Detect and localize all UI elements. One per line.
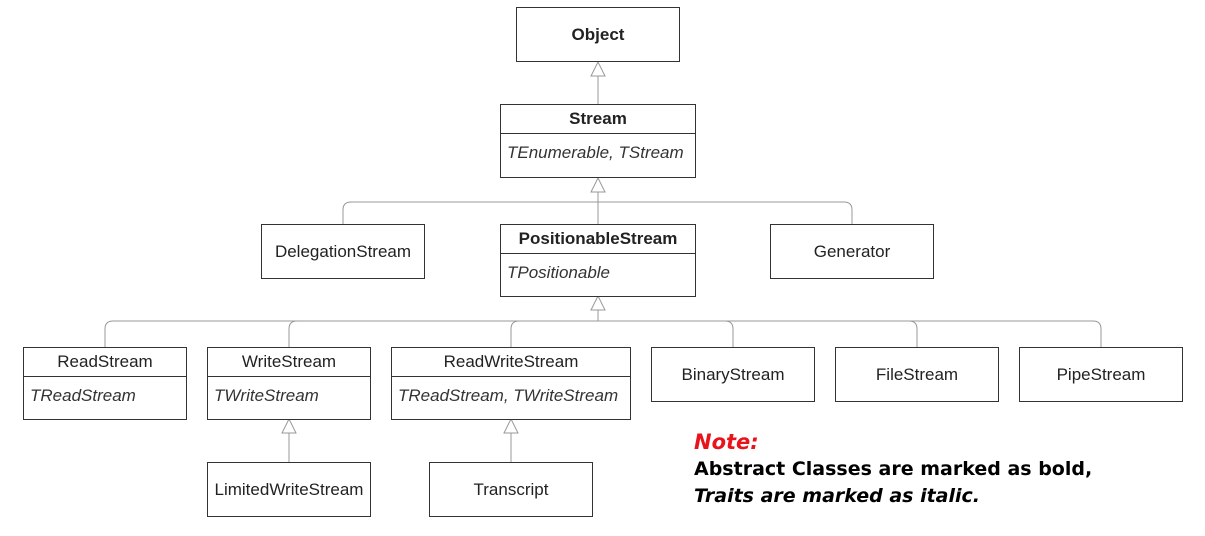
edge-binarystream-positionable xyxy=(724,320,734,347)
class-name: WriteStream xyxy=(208,348,370,377)
class-name: PositionableStream xyxy=(501,225,695,254)
inheritance-arrowhead xyxy=(590,60,606,77)
class-name: ReadStream xyxy=(24,348,186,377)
class-name: Stream xyxy=(501,105,695,134)
class-binary-stream: BinaryStream xyxy=(651,347,815,402)
class-name: Transcript xyxy=(473,479,549,499)
class-object: Object xyxy=(516,7,680,62)
edge-writestream-positionable xyxy=(288,320,298,347)
class-traits: TReadStream xyxy=(30,386,136,405)
class-traits: TReadStream, TWriteStream xyxy=(398,386,619,405)
class-name: Object xyxy=(571,24,625,44)
class-name: LimitedWriteStream xyxy=(214,479,364,499)
class-traits: TPositionable xyxy=(507,263,611,282)
class-write-stream: WriteStream TWriteStream xyxy=(207,347,371,420)
class-file-stream: FileStream xyxy=(835,347,999,402)
edge-filestream-positionable xyxy=(908,320,918,347)
note-abstract-classes: Abstract Classes are marked as bold, xyxy=(694,458,1093,480)
class-traits: TWriteStream xyxy=(214,386,319,405)
class-name: DelegationStream xyxy=(274,241,412,261)
note-traits: Traits are marked as italic. xyxy=(694,485,980,507)
class-pipe-stream: PipeStream xyxy=(1019,347,1183,402)
class-transcript: Transcript xyxy=(429,462,593,517)
class-name: FileStream xyxy=(875,364,959,384)
class-read-write-stream: ReadWriteStream TReadStream, TWriteStrea… xyxy=(391,347,631,420)
class-traits: TEnumerable, TStream xyxy=(507,143,684,162)
class-positionable-stream: PositionableStream TPositionable xyxy=(500,224,696,297)
inheritance-arrowhead xyxy=(590,176,606,193)
inheritance-arrowhead xyxy=(590,294,606,311)
class-read-stream: ReadStream TReadStream xyxy=(23,347,187,420)
class-stream: Stream TEnumerable, TStream xyxy=(500,104,696,178)
class-limited-write-stream: LimitedWriteStream xyxy=(207,462,371,517)
class-name: ReadWriteStream xyxy=(392,348,630,377)
inheritance-arrowhead xyxy=(503,417,519,434)
inheritance-arrowhead xyxy=(281,417,297,434)
class-name: PipeStream xyxy=(1056,364,1146,384)
class-name: BinaryStream xyxy=(681,364,785,384)
edge-bus-positionable xyxy=(104,320,1102,347)
legend-note: Note: Abstract Classes are marked as bol… xyxy=(694,428,1092,510)
edge-readwritestream-positionable xyxy=(510,320,520,347)
class-name: Generator xyxy=(813,241,891,261)
class-delegation-stream: DelegationStream xyxy=(261,224,425,279)
note-title: Note: xyxy=(694,430,759,454)
class-generator: Generator xyxy=(770,224,934,279)
